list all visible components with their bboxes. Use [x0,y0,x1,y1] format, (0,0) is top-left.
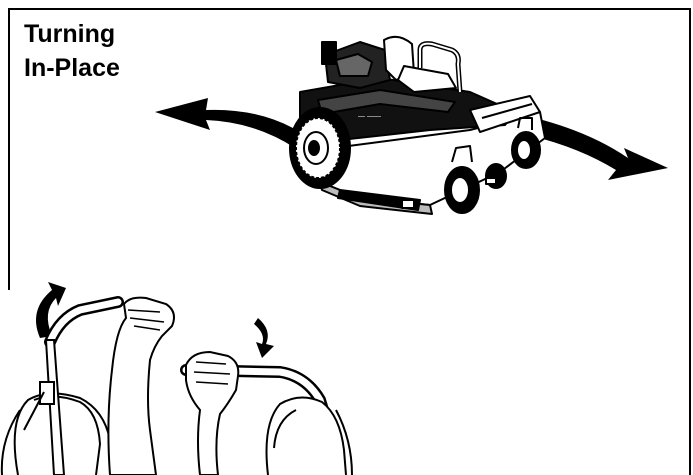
curved-arrow-down-icon [254,318,274,358]
mower-illustration: — —— [290,37,545,214]
left-hand [108,298,174,475]
curved-arrow-right-icon [532,118,668,180]
right-seat [267,397,353,475]
svg-text:— ——: — —— [358,113,381,120]
right-hand [186,352,238,475]
curved-arrow-left-icon [155,98,300,148]
